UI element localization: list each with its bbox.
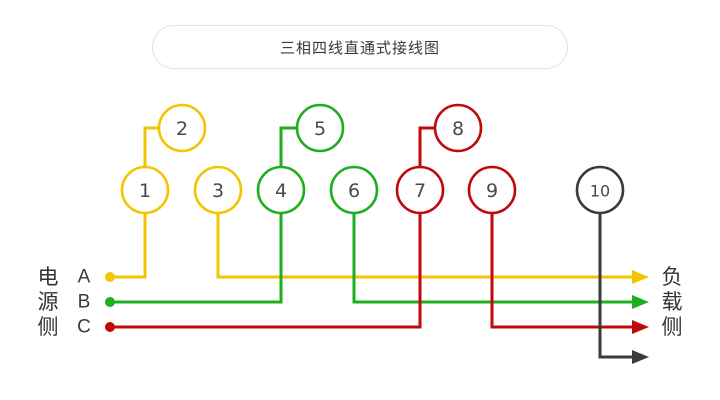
wire-run-b bbox=[105, 211, 649, 309]
load-arrow-a bbox=[632, 270, 649, 284]
terminal-label-9: 9 bbox=[486, 180, 498, 202]
terminal-circle-9[interactable] bbox=[467, 165, 517, 215]
terminal-5[interactable]: 5 bbox=[295, 103, 345, 153]
jumper-7-8 bbox=[418, 126, 437, 169]
source-side-label-char-2: 侧 bbox=[38, 315, 59, 339]
load-side-label-char-2: 侧 bbox=[662, 315, 683, 339]
terminal-circle-3[interactable] bbox=[193, 165, 243, 215]
phase-label-b: B bbox=[78, 292, 91, 313]
page-title: 三相四线直通式接线图 bbox=[279, 38, 440, 57]
terminal-7[interactable]: 7 bbox=[395, 165, 445, 215]
load-arrow-b bbox=[632, 295, 649, 309]
source-side-label-char-0: 电 bbox=[38, 265, 59, 289]
wire-run-c bbox=[105, 211, 649, 334]
terminal-circle-2[interactable] bbox=[157, 103, 207, 153]
source-dot-a bbox=[105, 272, 115, 282]
terminal-circle-6[interactable] bbox=[329, 165, 379, 215]
terminal-label-4: 4 bbox=[275, 180, 287, 202]
terminal-label-6: 6 bbox=[348, 180, 360, 202]
terminal-4[interactable]: 4 bbox=[256, 165, 306, 215]
load-arrow-n bbox=[632, 350, 649, 364]
terminal-label-10: 10 bbox=[590, 182, 610, 201]
terminal-6[interactable]: 6 bbox=[329, 165, 379, 215]
jumper-4-5 bbox=[279, 126, 299, 169]
terminal-circle-4[interactable] bbox=[256, 165, 306, 215]
terminal-circle-1[interactable] bbox=[120, 165, 170, 215]
terminal-circle-5[interactable] bbox=[295, 103, 345, 153]
terminal-label-1: 1 bbox=[139, 180, 151, 202]
terminal-label-5: 5 bbox=[314, 118, 326, 140]
load-arrow-c bbox=[632, 320, 649, 334]
terminal-9[interactable]: 9 bbox=[467, 165, 517, 215]
source-dot-c bbox=[105, 322, 115, 332]
jumper-layer bbox=[143, 126, 437, 169]
load-side-label-char-1: 载 bbox=[662, 290, 683, 314]
terminal-8[interactable]: 8 bbox=[433, 103, 483, 153]
terminal-circle-10[interactable] bbox=[575, 165, 625, 215]
terminal-label-3: 3 bbox=[212, 180, 224, 202]
phase-label-c: C bbox=[77, 317, 91, 338]
wire-run-n bbox=[598, 211, 649, 364]
terminal-1[interactable]: 1 bbox=[120, 165, 170, 215]
terminal-layer: 1 2 3 4 5 6 7 8 9 10 bbox=[120, 103, 625, 215]
terminal-10[interactable]: 10 bbox=[575, 165, 625, 215]
source-side-label-char-1: 源 bbox=[38, 290, 59, 314]
diagram-title-pill: 三相四线直通式接线图 bbox=[152, 25, 568, 69]
terminal-label-7: 7 bbox=[414, 180, 426, 202]
phase-label-a: A bbox=[78, 267, 91, 288]
source-dot-b bbox=[105, 297, 115, 307]
load-side-label-char-0: 负 bbox=[662, 265, 683, 289]
terminal-label-2: 2 bbox=[176, 118, 188, 140]
jumper-1-2 bbox=[143, 126, 161, 169]
wire-layer bbox=[105, 211, 649, 364]
terminal-circle-8[interactable] bbox=[433, 103, 483, 153]
terminal-label-8: 8 bbox=[452, 118, 464, 140]
terminal-2[interactable]: 2 bbox=[157, 103, 207, 153]
terminal-3[interactable]: 3 bbox=[193, 165, 243, 215]
terminal-circle-7[interactable] bbox=[395, 165, 445, 215]
wire-run-a bbox=[105, 211, 649, 284]
